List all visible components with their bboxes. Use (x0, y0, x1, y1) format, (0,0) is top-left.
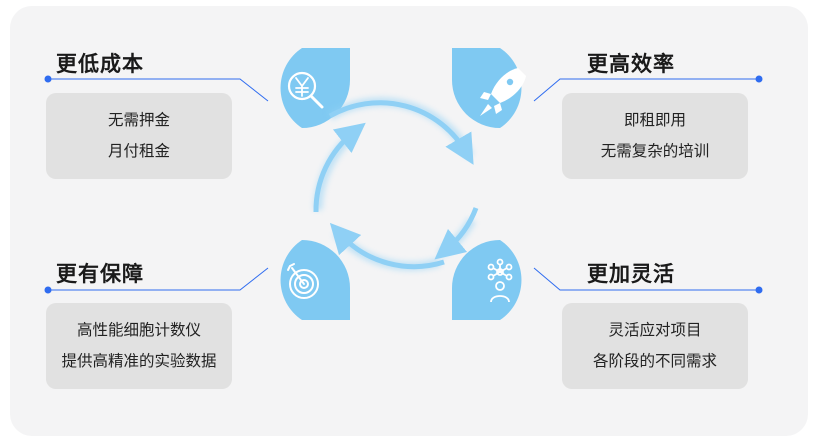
box-more-assurance: 高性能细胞计数仪 提供高精准的实验数据 (46, 303, 232, 389)
box-higher-efficiency: 即租即用 无需复杂的培训 (562, 93, 748, 179)
box-lower-cost: 无需押金 月付租金 (46, 93, 232, 179)
title-lower-cost: 更低成本 (56, 52, 144, 76)
petal-top-right (452, 48, 522, 128)
yuan-magnifier-icon (287, 71, 324, 109)
petal-bottom-right (452, 240, 522, 320)
box-line: 高性能细胞计数仪 (76, 321, 201, 339)
box-more-flexible: 灵活应对项目 各阶段的不同需求 (562, 303, 748, 389)
box-line: 即租即用 (623, 111, 686, 129)
box-line: 无需复杂的培训 (600, 142, 710, 160)
title-more-flexible: 更加灵活 (587, 262, 675, 286)
target-icon (287, 263, 319, 299)
connector-lines (44, 75, 763, 294)
box-line: 提供高精准的实验数据 (61, 352, 217, 370)
petal-bottom-left (280, 240, 350, 320)
cycle-arrows (313, 97, 479, 271)
network-person-icon (487, 258, 513, 303)
title-higher-efficiency: 更高效率 (587, 52, 675, 76)
rocket-icon (480, 68, 526, 116)
box-line: 无需押金 (107, 111, 170, 129)
box-line: 各阶段的不同需求 (592, 352, 717, 370)
title-more-assurance: 更有保障 (56, 262, 144, 286)
box-line: 灵活应对项目 (608, 321, 702, 339)
box-line: 月付租金 (107, 142, 170, 160)
